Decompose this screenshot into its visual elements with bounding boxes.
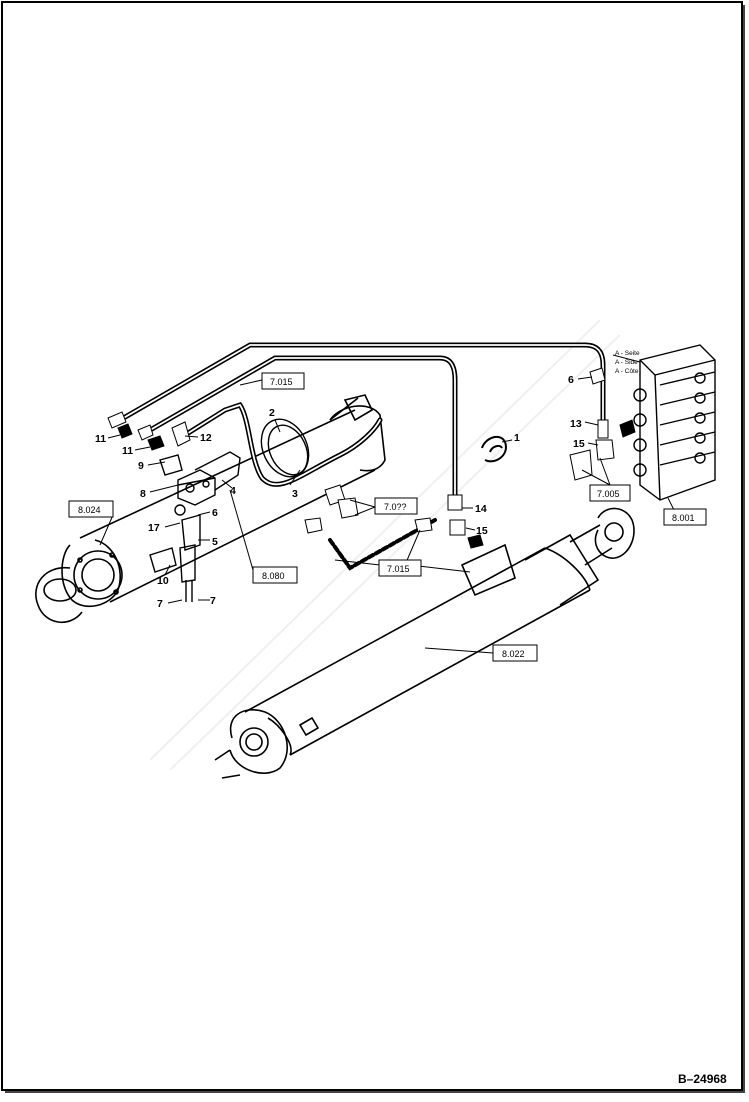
part-label-13: 13: [570, 418, 582, 430]
legend-line-3: A - Côte: [615, 368, 639, 375]
ref-box-8080: 8.080: [262, 571, 285, 581]
part-label-3: 3: [292, 488, 298, 500]
part-label-8: 8: [140, 488, 146, 500]
ref-box-8024: 8.024: [78, 505, 101, 515]
pipe-rupture-valve: [149, 451, 241, 602]
part-label-7a: 7: [157, 598, 163, 610]
boom-cylinder: [214, 507, 635, 779]
arm-cylinder: [35, 394, 386, 624]
ref-box-8001: 8.001: [672, 513, 695, 523]
part-label-4: 4: [230, 485, 236, 497]
part-label-17: 17: [148, 522, 160, 534]
legend-line-2: A - Side: [615, 359, 638, 366]
part-labels: 11 12 11 9 8 4 2 3 1 6 5 17 10 7 7 14 15…: [95, 374, 585, 610]
leader-lines: [99, 354, 675, 654]
part-label-6a: 6: [212, 507, 218, 519]
part-label-14: 14: [475, 503, 487, 515]
part-label-15a: 15: [476, 525, 488, 537]
ref-box-7005: 7.005: [597, 489, 620, 499]
legend-line-1: A - Seite: [615, 350, 640, 357]
watermark: [149, 319, 621, 771]
hose-clamp: [481, 435, 507, 463]
valve-side-legend: A - Seite A - Side A - Côte: [615, 350, 640, 375]
part-label-7b: 7: [210, 595, 216, 607]
hose-fittings: [107, 367, 636, 549]
part-label-12: 12: [200, 432, 212, 444]
part-label-11b: 11: [122, 445, 133, 457]
part-label-15b: 15: [573, 438, 585, 450]
part-label-1: 1: [514, 432, 520, 444]
pipe-clamp: [260, 418, 310, 478]
ref-box-8022: 8.022: [502, 649, 525, 659]
part-label-9: 9: [138, 460, 144, 472]
ref-box-70xx: 7.0??: [384, 502, 407, 512]
ref-box-7015-bottom: 7.015: [387, 564, 410, 574]
ref-box-7015-top: 7.015: [270, 377, 293, 387]
part-label-6b: 6: [568, 374, 574, 386]
part-label-10: 10: [157, 575, 169, 587]
hydraulic-hoses: [117, 342, 606, 571]
control-valve: [633, 344, 716, 501]
figure-code: B–24968: [678, 1072, 727, 1086]
part-label-5: 5: [212, 536, 218, 548]
part-label-11a: 11: [95, 433, 106, 445]
part-label-2: 2: [269, 407, 275, 419]
reference-boxes: 7.015 8.024 8.080 7.0?? 7.015 8.022 7.00…: [68, 372, 707, 662]
